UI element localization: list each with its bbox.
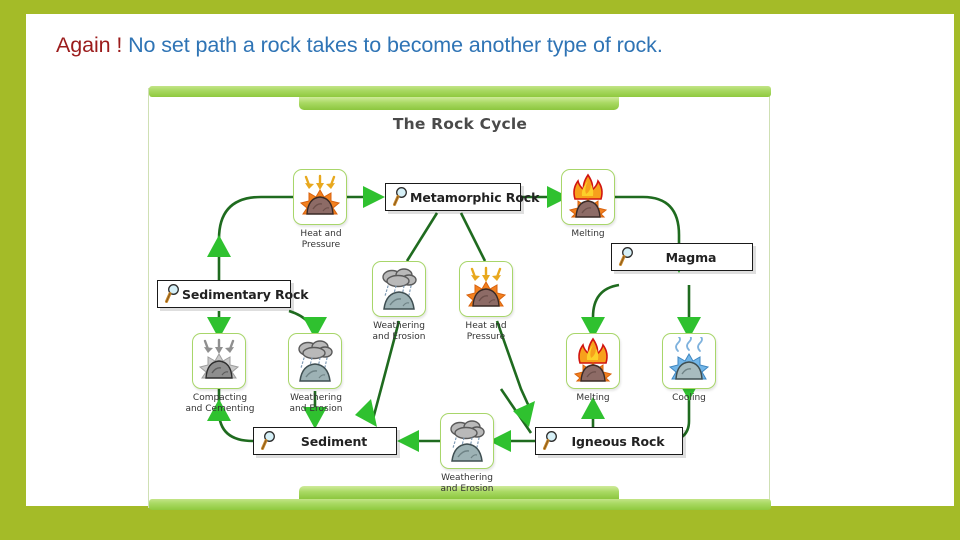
arrowhead-left-weatheringbottom <box>489 430 511 452</box>
caption-weathering-bottom: Weathering and Erosion <box>412 473 522 495</box>
title-highlight: Again ! <box>56 33 123 57</box>
compacting-icon <box>198 338 240 379</box>
label-sediment[interactable]: Sediment <box>253 427 397 455</box>
card-bottom-bar <box>149 499 771 510</box>
heat-pressure-icon <box>465 266 507 307</box>
caption-line-2: and Erosion <box>372 332 426 342</box>
caption-line-1: Weathering <box>373 321 425 331</box>
wire-metamorphic-to-weathering <box>405 212 439 262</box>
label-magma[interactable]: Magma <box>611 243 753 271</box>
tile-heat-pressure-mid[interactable] <box>459 261 513 317</box>
label-text: Sediment <box>300 433 368 449</box>
label-metamorphic-rock[interactable]: Metamorphic Rock <box>385 183 539 211</box>
caption-line-1: Melting <box>571 229 605 239</box>
frame-top-band <box>0 0 960 14</box>
magnifier-icon <box>165 284 179 303</box>
tile-melting-top[interactable] <box>561 169 615 225</box>
magnifier-icon <box>261 431 275 450</box>
caption-line-1: Weathering <box>441 473 493 483</box>
label-text: Metamorphic Rock <box>410 189 540 205</box>
rock-cycle-diagram: The Rock Cycle <box>149 89 771 509</box>
arrowhead-right-melting <box>547 186 569 208</box>
arrowhead-down-compacting <box>207 317 231 339</box>
arrowhead-right-metamorphic <box>363 186 385 208</box>
caption-line-1: Cooling <box>672 393 706 403</box>
caption-melting-top: Melting <box>533 229 643 240</box>
tile-compacting-cementing[interactable] <box>192 333 246 389</box>
caption-weathering-left: Weathering and Erosion <box>261 393 371 415</box>
tile-weathering-mid[interactable] <box>372 261 426 317</box>
wire-metamorphic-to-heatpressure <box>459 212 487 262</box>
label-sedimentary-rock[interactable]: Sedimentary Rock <box>157 280 309 308</box>
arrowhead-down-sediment <box>303 407 327 429</box>
caption-line-2: and Erosion <box>440 484 494 494</box>
caption-line-1: Heat and <box>300 229 342 239</box>
label-text: Igneous Rock <box>571 433 665 449</box>
caption-line-2: Pressure <box>466 332 506 342</box>
label-text: Magma <box>665 249 717 265</box>
arrowhead-left-sediment <box>397 430 419 452</box>
caption-heat-pressure-mid: Heat and Pressure <box>431 321 541 343</box>
weathering-icon <box>450 420 485 462</box>
heat-pressure-icon <box>299 174 341 215</box>
page-title: Again ! No set path a rock takes to beco… <box>56 30 916 60</box>
label-text: Sedimentary Rock <box>182 286 309 302</box>
melting-icon <box>568 173 608 218</box>
caption-cooling: Cooling <box>634 393 744 404</box>
melting-icon <box>573 337 613 382</box>
magnifier-icon <box>393 187 407 206</box>
wire-magma-to-melting <box>591 283 620 329</box>
caption-compacting-cementing: Compacting and Cementing <box>165 393 275 415</box>
caption-weathering-mid: Weathering and Erosion <box>344 321 454 343</box>
arrowhead-down-weatheringleft <box>303 317 327 339</box>
label-igneous-rock[interactable]: Igneous Rock <box>535 427 683 455</box>
caption-heat-pressure-top: Heat and Pressure <box>266 229 376 251</box>
tile-melting-right[interactable] <box>566 333 620 389</box>
rock-cycle-card: The Rock Cycle <box>148 86 771 510</box>
caption-line-2: and Erosion <box>289 404 343 414</box>
wire-weatheringmid-down <box>371 320 401 420</box>
weathering-icon <box>298 340 333 382</box>
caption-melting-right: Melting <box>538 393 648 404</box>
arrowhead-up-meltingright <box>581 397 605 419</box>
arrowhead-up-sedimentary <box>207 235 231 257</box>
weathering-icon <box>382 268 417 310</box>
tile-heat-pressure-top[interactable] <box>293 169 347 225</box>
card-top-bar <box>149 86 771 97</box>
caption-line-2: and Cementing <box>185 404 255 414</box>
cooling-icon <box>668 337 710 380</box>
diagram-title: The Rock Cycle <box>392 115 528 133</box>
tile-weathering-left[interactable] <box>288 333 342 389</box>
card-bottom-bar-inner <box>299 486 619 499</box>
caption-line-1: Melting <box>576 393 610 403</box>
flow-arrowheads <box>207 186 701 452</box>
frame-right-band <box>954 0 960 540</box>
wire-heatpressuremid-down <box>495 320 533 412</box>
arrowhead-up-compacting-loop <box>207 399 231 421</box>
caption-line-1: Heat and <box>465 321 507 331</box>
arrowhead-down-cooling <box>677 317 701 339</box>
frame-left-band <box>0 0 26 540</box>
frame-bottom-band <box>0 506 960 540</box>
arrowhead-diagonal-sediment <box>355 399 377 427</box>
tile-cooling[interactable] <box>662 333 716 389</box>
magnifier-icon <box>543 431 557 450</box>
caption-line-2: Pressure <box>301 240 341 250</box>
arrowhead-down-meltingright <box>581 317 605 339</box>
tile-weathering-bottom[interactable] <box>440 413 494 469</box>
wire-melting-to-magma <box>615 195 681 257</box>
title-rest: No set path a rock takes to become anoth… <box>128 33 663 57</box>
arrowhead-diagonal-igneous <box>513 401 535 427</box>
caption-line-1: Compacting <box>192 393 248 403</box>
magnifier-icon <box>619 247 633 266</box>
caption-line-1: Weathering <box>290 393 342 403</box>
card-top-bar-inner <box>299 97 619 110</box>
